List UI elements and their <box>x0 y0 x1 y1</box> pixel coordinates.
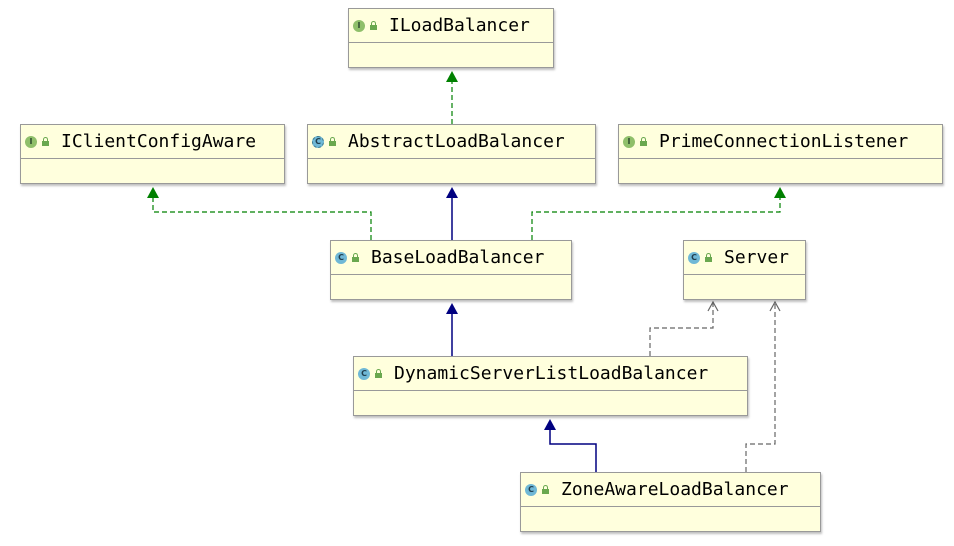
interface-icon: I <box>353 19 365 32</box>
public-visibility-icon <box>541 484 551 495</box>
filled-arrowhead <box>446 71 458 82</box>
class-node-dynamic-server-list-load-balancer[interactable]: C DynamicServerListLoadBalancer <box>353 356 748 416</box>
edge-implements <box>446 71 458 124</box>
class-node-zone-aware-load-balancer[interactable]: C ZoneAwareLoadBalancer <box>520 472 821 532</box>
public-visibility-icon <box>639 136 649 147</box>
class-name: AbstractLoadBalancer <box>348 131 565 152</box>
edge-line <box>549 429 597 472</box>
interface-icon: I <box>25 135 37 148</box>
class-node-header: I IClientConfigAware <box>21 125 284 159</box>
class-node-members <box>308 159 595 185</box>
class-icon: C <box>358 367 370 380</box>
filled-arrowhead <box>774 187 786 198</box>
interface-icon: I <box>623 135 635 148</box>
edge-implements <box>531 187 786 240</box>
class-node-members <box>619 159 942 185</box>
filled-arrowhead <box>446 187 458 198</box>
class-name: Server <box>724 247 790 268</box>
filled-arrowhead <box>544 419 556 430</box>
class-node-members <box>354 391 747 417</box>
open-arrowhead <box>707 300 719 312</box>
edge-line <box>152 197 372 240</box>
class-name: BaseLoadBalancer <box>371 247 545 268</box>
edge-dependency <box>649 300 719 356</box>
class-node-header: C AbstractLoadBalancer <box>308 125 595 159</box>
edge-dependency <box>745 300 781 472</box>
class-icon: C <box>335 251 347 264</box>
class-node-members <box>521 507 820 533</box>
class-node-header: C BaseLoadBalancer <box>331 241 571 275</box>
class-icon: C <box>525 483 537 496</box>
class-name: ZoneAwareLoadBalancer <box>561 479 789 500</box>
class-node-header: C DynamicServerListLoadBalancer <box>354 357 747 391</box>
class-node-prime-connection-listener[interactable]: I PrimeConnectionListener <box>618 124 943 184</box>
edge-extends <box>544 419 597 472</box>
class-name: DynamicServerListLoadBalancer <box>394 363 709 384</box>
class-node-members <box>684 275 805 301</box>
public-visibility-icon <box>351 252 361 263</box>
class-node-members <box>349 43 553 69</box>
public-visibility-icon <box>369 20 379 31</box>
edge-extends <box>446 303 458 356</box>
edge-line <box>649 302 714 356</box>
filled-arrowhead <box>446 303 458 314</box>
class-name: IClientConfigAware <box>61 131 257 152</box>
abstract-class-icon: C <box>312 135 324 148</box>
edge-extends <box>446 187 458 240</box>
class-node-header: I PrimeConnectionListener <box>619 125 942 159</box>
public-visibility-icon <box>328 136 338 147</box>
filled-arrowhead <box>147 187 159 198</box>
class-icon: C <box>688 251 700 264</box>
class-node-iload-balancer[interactable]: I ILoadBalancer <box>348 8 554 68</box>
edge-implements <box>147 187 372 240</box>
class-node-header: I ILoadBalancer <box>349 9 553 43</box>
class-name: PrimeConnectionListener <box>659 131 909 152</box>
class-name: ILoadBalancer <box>389 15 530 36</box>
class-node-header: C Server <box>684 241 805 275</box>
edge-line <box>531 197 781 240</box>
class-node-iclient-config-aware[interactable]: I IClientConfigAware <box>20 124 285 184</box>
public-visibility-icon <box>41 136 51 147</box>
public-visibility-icon <box>374 368 384 379</box>
class-node-abstract-load-balancer[interactable]: C AbstractLoadBalancer <box>307 124 596 184</box>
class-node-members <box>21 159 284 185</box>
public-visibility-icon <box>704 252 714 263</box>
class-node-header: C ZoneAwareLoadBalancer <box>521 473 820 507</box>
class-node-server[interactable]: C Server <box>683 240 806 300</box>
edge-line <box>745 302 776 472</box>
class-node-base-load-balancer[interactable]: C BaseLoadBalancer <box>330 240 572 300</box>
class-node-members <box>331 275 571 301</box>
open-arrowhead <box>769 300 781 312</box>
